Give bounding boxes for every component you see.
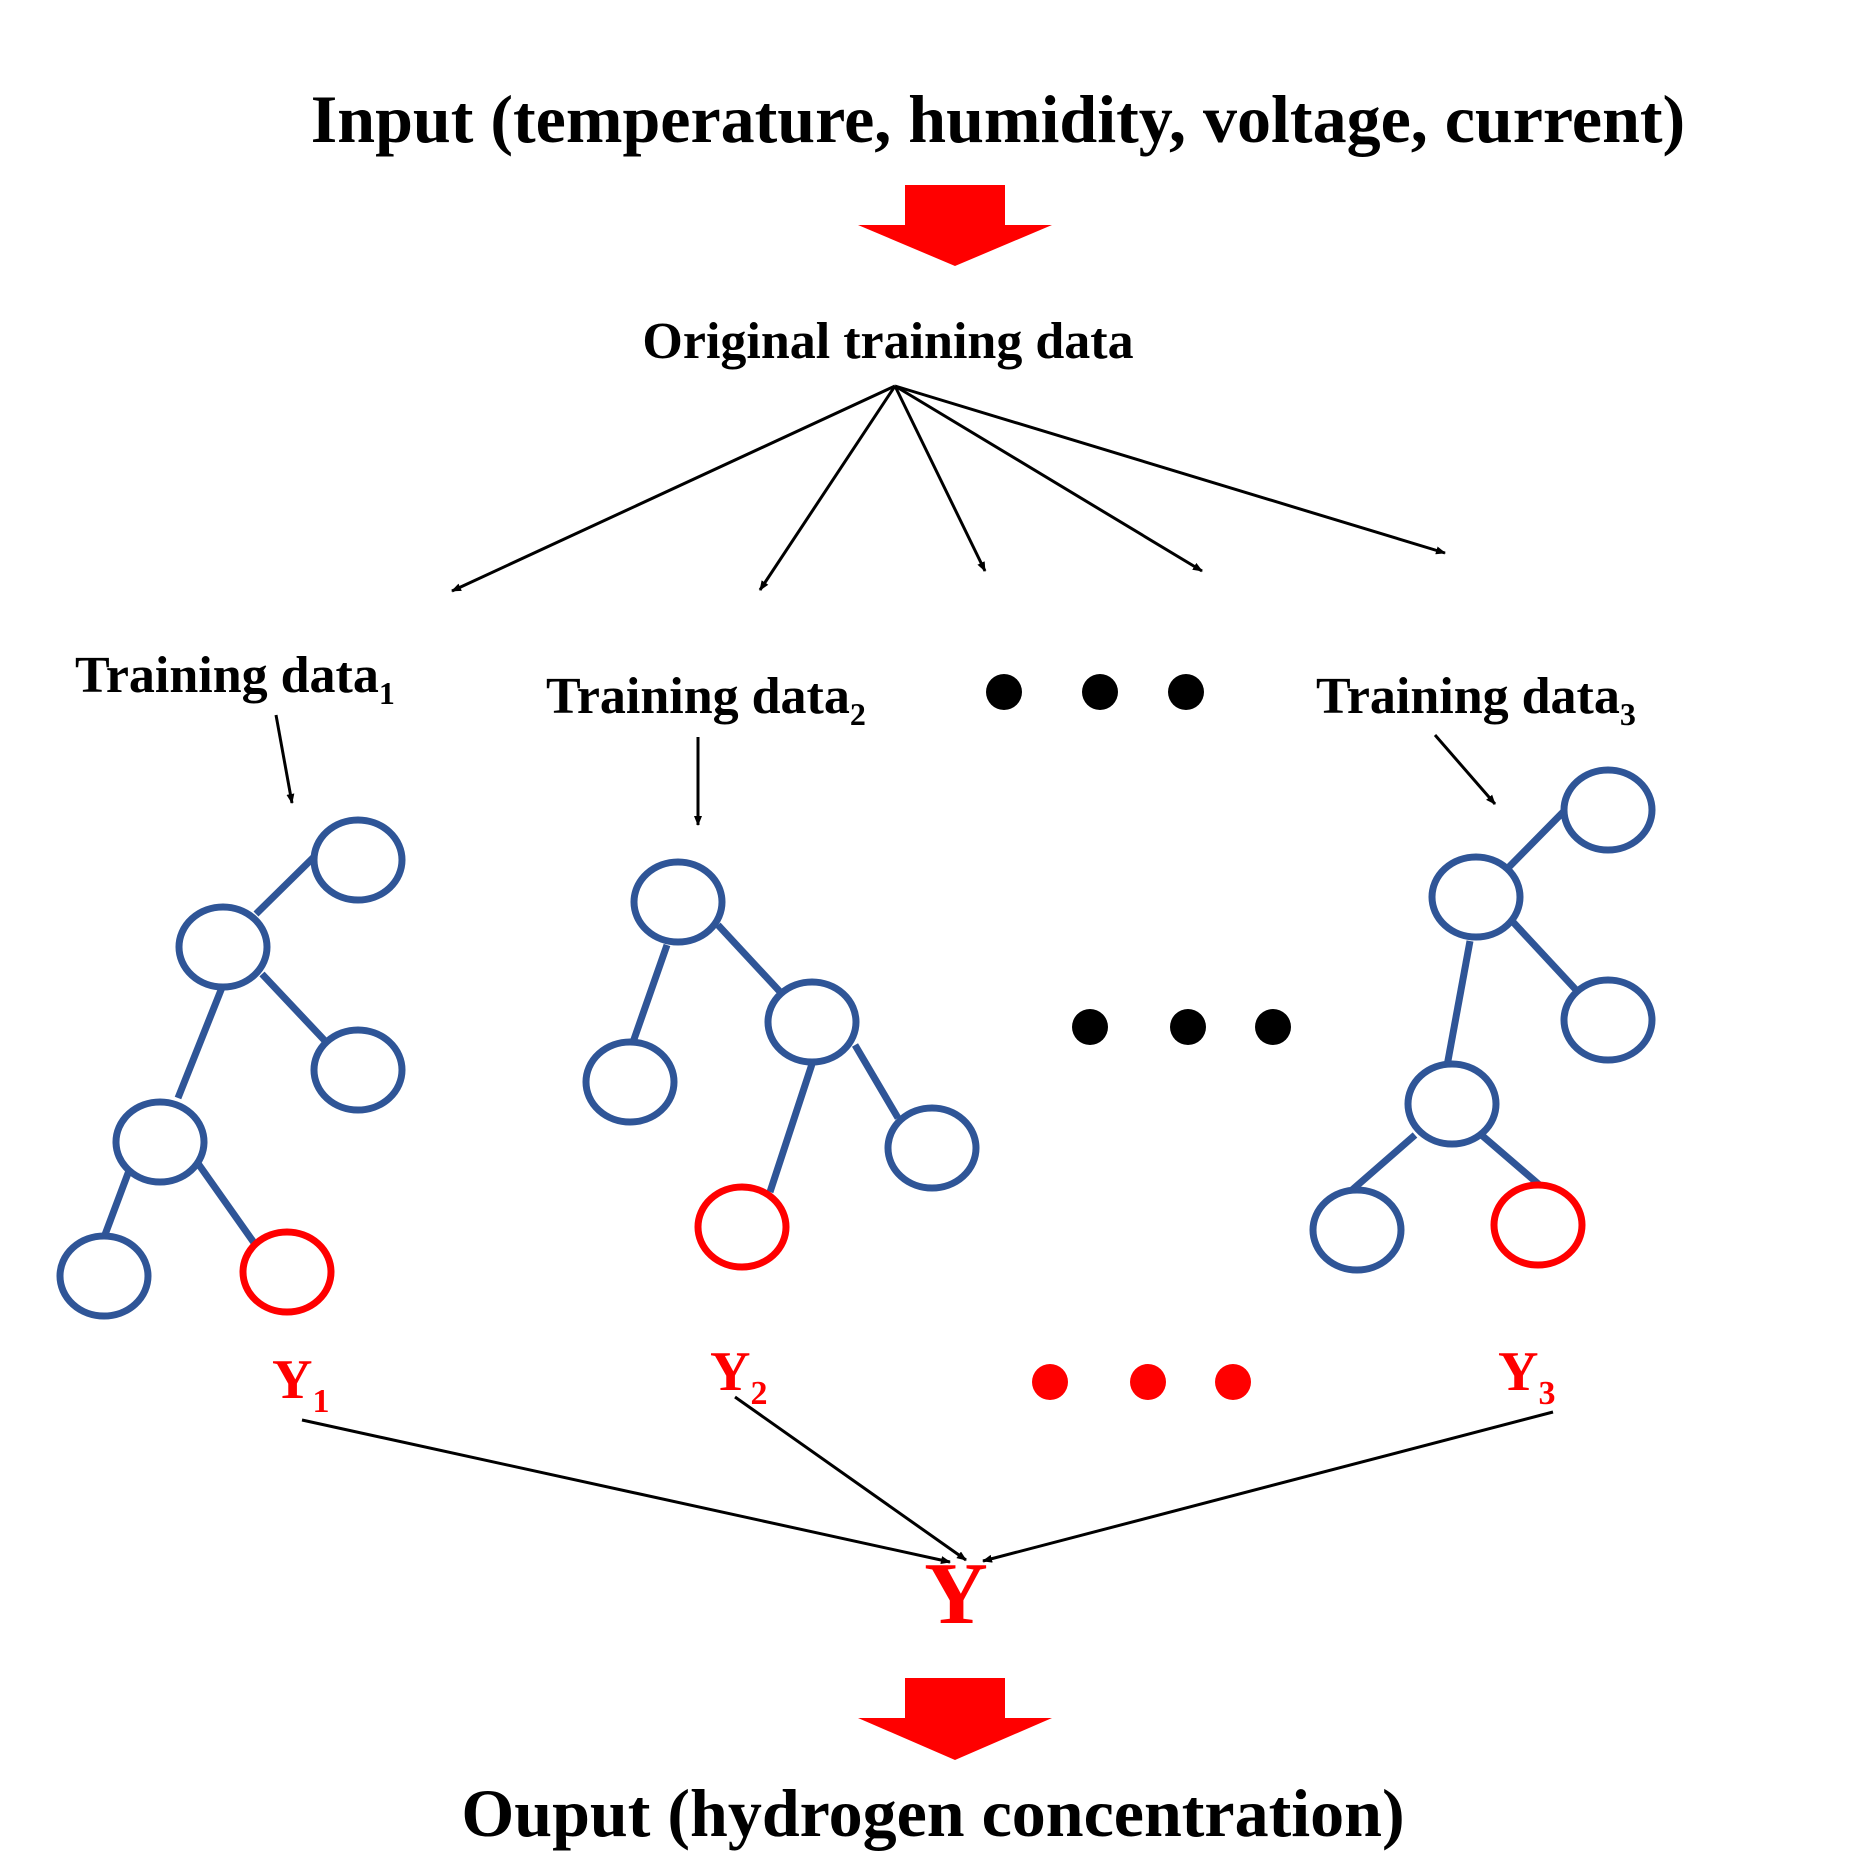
tree-node bbox=[884, 1104, 980, 1192]
input-label: Input (temperature, humidity, voltage, c… bbox=[311, 81, 1685, 157]
tree-node bbox=[1560, 766, 1656, 854]
tree-node bbox=[1428, 853, 1524, 941]
tree-leaf-selected bbox=[239, 1228, 335, 1316]
tree-leaf-selected bbox=[1490, 1181, 1586, 1269]
decision-tree-2 bbox=[582, 858, 980, 1271]
bootstrap-arrow-3 bbox=[893, 385, 987, 572]
output-label: Ouput (hydrogen concentration) bbox=[461, 1775, 1404, 1851]
decision-tree-3 bbox=[1309, 766, 1656, 1274]
tree-arrow-3 bbox=[1433, 734, 1497, 805]
ellipsis-trees bbox=[1072, 1009, 1291, 1045]
aggregation-arrow-3 bbox=[982, 1410, 1554, 1563]
aggregation-arrows bbox=[301, 1395, 1554, 1564]
training-data-label-2: Training data2 bbox=[546, 668, 866, 732]
tree-node bbox=[112, 1098, 208, 1186]
ellipsis-labels bbox=[986, 674, 1204, 710]
tree-node bbox=[582, 1038, 678, 1126]
bootstrap-arrow-4 bbox=[894, 384, 1203, 573]
bootstrap-arrow-5 bbox=[894, 384, 1446, 555]
tree-node bbox=[1404, 1060, 1500, 1148]
input-flow-arrow bbox=[858, 185, 1052, 266]
prediction-label-3: Y3 bbox=[1498, 1341, 1555, 1412]
tree-node bbox=[175, 903, 271, 991]
final-prediction-label: Y bbox=[924, 1546, 988, 1643]
original-data-label: Original training data bbox=[642, 313, 1133, 370]
training-data-label-3: Training data3 bbox=[1316, 668, 1636, 732]
decision-tree-1 bbox=[56, 816, 406, 1320]
ellipsis-predictions bbox=[1032, 1364, 1251, 1400]
tree-node bbox=[1560, 976, 1656, 1064]
tree-input-arrows bbox=[274, 714, 1497, 826]
tree-node bbox=[1309, 1186, 1405, 1274]
tree-node bbox=[764, 978, 860, 1066]
bootstrap-arrow-1 bbox=[451, 384, 896, 593]
tree-arrow-1 bbox=[274, 714, 295, 804]
aggregation-arrow-2 bbox=[734, 1395, 967, 1562]
tree-node bbox=[310, 816, 406, 904]
output-flow-arrow bbox=[858, 1678, 1052, 1760]
prediction-label-1: Y1 bbox=[272, 1349, 329, 1420]
training-data-label-1: Training data1 bbox=[75, 647, 395, 711]
bootstrap-arrows bbox=[451, 384, 1446, 593]
tree-leaf-selected bbox=[694, 1183, 790, 1271]
aggregation-arrow-1 bbox=[301, 1418, 951, 1564]
tree-node bbox=[310, 1026, 406, 1114]
bootstrap-arrow-2 bbox=[758, 385, 897, 591]
prediction-label-2: Y2 bbox=[710, 1341, 767, 1412]
tree-node bbox=[630, 858, 726, 946]
tree-node bbox=[56, 1232, 152, 1320]
